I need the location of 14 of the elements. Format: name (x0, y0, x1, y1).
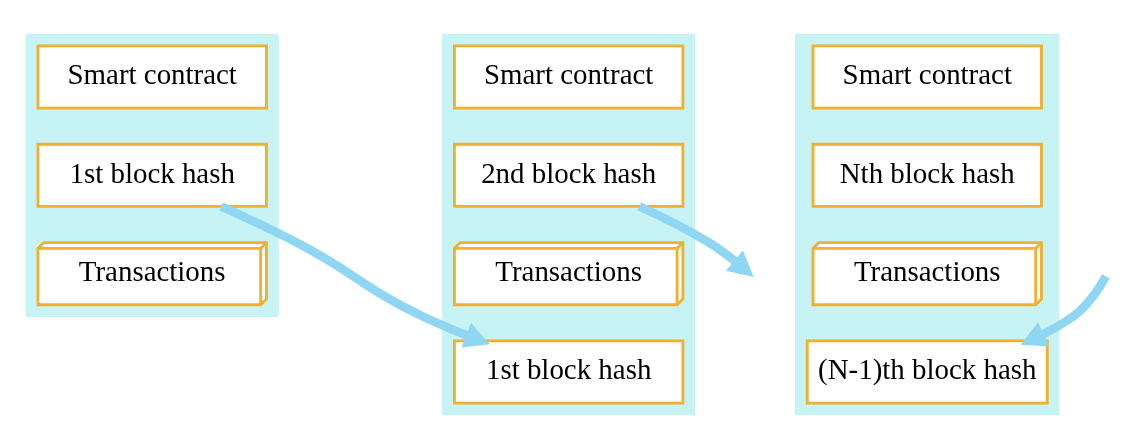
node-box: Nth block hash (811, 142, 1043, 208)
node-box: Smart contract (452, 43, 685, 110)
node-box: 2nd block hash (452, 142, 685, 208)
cluster (25, 33, 279, 317)
node-box: (N-1)th block hash (805, 338, 1049, 405)
node-box: 1st block hash (36, 142, 268, 208)
arrow (219, 202, 490, 348)
node-box: Smart contract (36, 43, 268, 110)
cluster (442, 33, 696, 415)
cluster (794, 33, 1060, 415)
arrow (637, 202, 754, 277)
node-box: 1st block hash (452, 338, 685, 405)
arrow (1020, 273, 1110, 346)
node-box: Smart contract (811, 43, 1043, 110)
